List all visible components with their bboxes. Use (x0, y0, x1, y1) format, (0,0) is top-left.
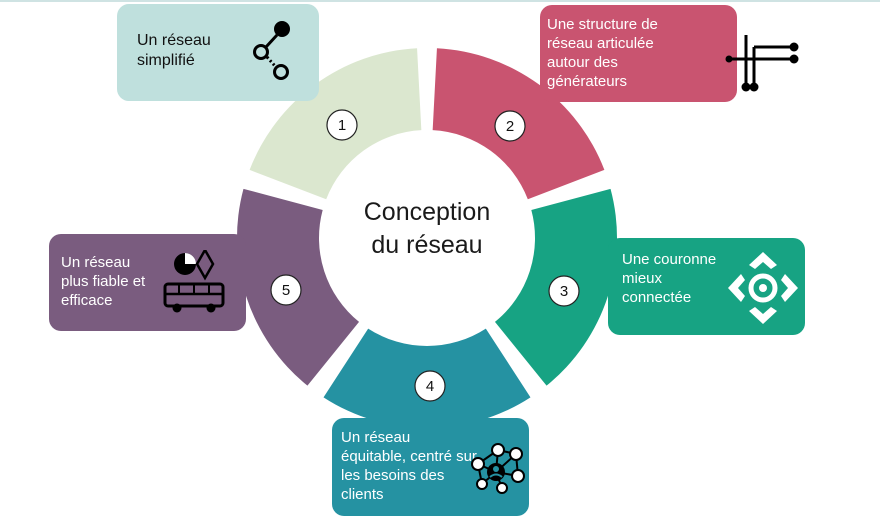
callout-2-line-3: autour des (547, 54, 618, 71)
callout-5-line-3: efficace (61, 292, 113, 309)
callout-1-line-2: simplifié (137, 52, 195, 69)
step-marker-5 (270, 274, 302, 306)
callout-4-line-3: les besoins des (341, 467, 445, 484)
callout-2-line-2: réseau articulée (547, 35, 654, 52)
callout-4: Un réseau équitable, centré sur les beso… (332, 418, 529, 516)
center-title-line-2: du réseau (371, 231, 483, 259)
power-grid-icon (725, 35, 799, 92)
step-marker-2 (494, 110, 526, 142)
reliability-vehicle-icon (163, 250, 225, 313)
step-number-5: 5 (282, 282, 290, 299)
callout-1-line-1: Un réseau (137, 32, 211, 49)
top-rule (0, 0, 880, 2)
step-marker-1 (326, 109, 358, 141)
people-network-icon (471, 443, 525, 494)
step-number-2: 2 (506, 118, 514, 135)
center-title: Conception du réseau (327, 196, 527, 262)
callout-4-line-4: clients (341, 486, 384, 503)
step-number-4: 4 (426, 378, 434, 395)
ring-arrows-icon (728, 252, 798, 324)
callout-5: Un réseau plus fiable et efficace (49, 234, 246, 331)
callout-3-line-1: Une couronne (622, 251, 717, 268)
callout-3-line-3: connectée (622, 289, 692, 306)
callout-4-line-2: équitable, centré sur (341, 448, 477, 465)
branch-node-icon (253, 21, 290, 80)
callout-5-line-2: plus fiable et (61, 273, 146, 290)
callout-2-line-4: générateurs (547, 73, 628, 90)
callout-2: Une structure de réseau articulée autour… (540, 5, 737, 102)
step-number-3: 3 (560, 283, 568, 300)
step-marker-4 (414, 370, 446, 402)
callout-4-line-1: Un réseau (341, 429, 411, 446)
step-number-1: 1 (338, 117, 346, 134)
callout-3: Une couronne mieux connectée (608, 238, 805, 335)
step-marker-3 (548, 275, 580, 307)
callout-3-line-2: mieux (622, 270, 663, 287)
callout-2-line-1: Une structure de (547, 16, 658, 33)
center-title-line-1: Conception (363, 198, 491, 226)
callout-5-line-1: Un réseau (61, 254, 131, 271)
callout-1: Un réseau simplifié (117, 4, 319, 101)
